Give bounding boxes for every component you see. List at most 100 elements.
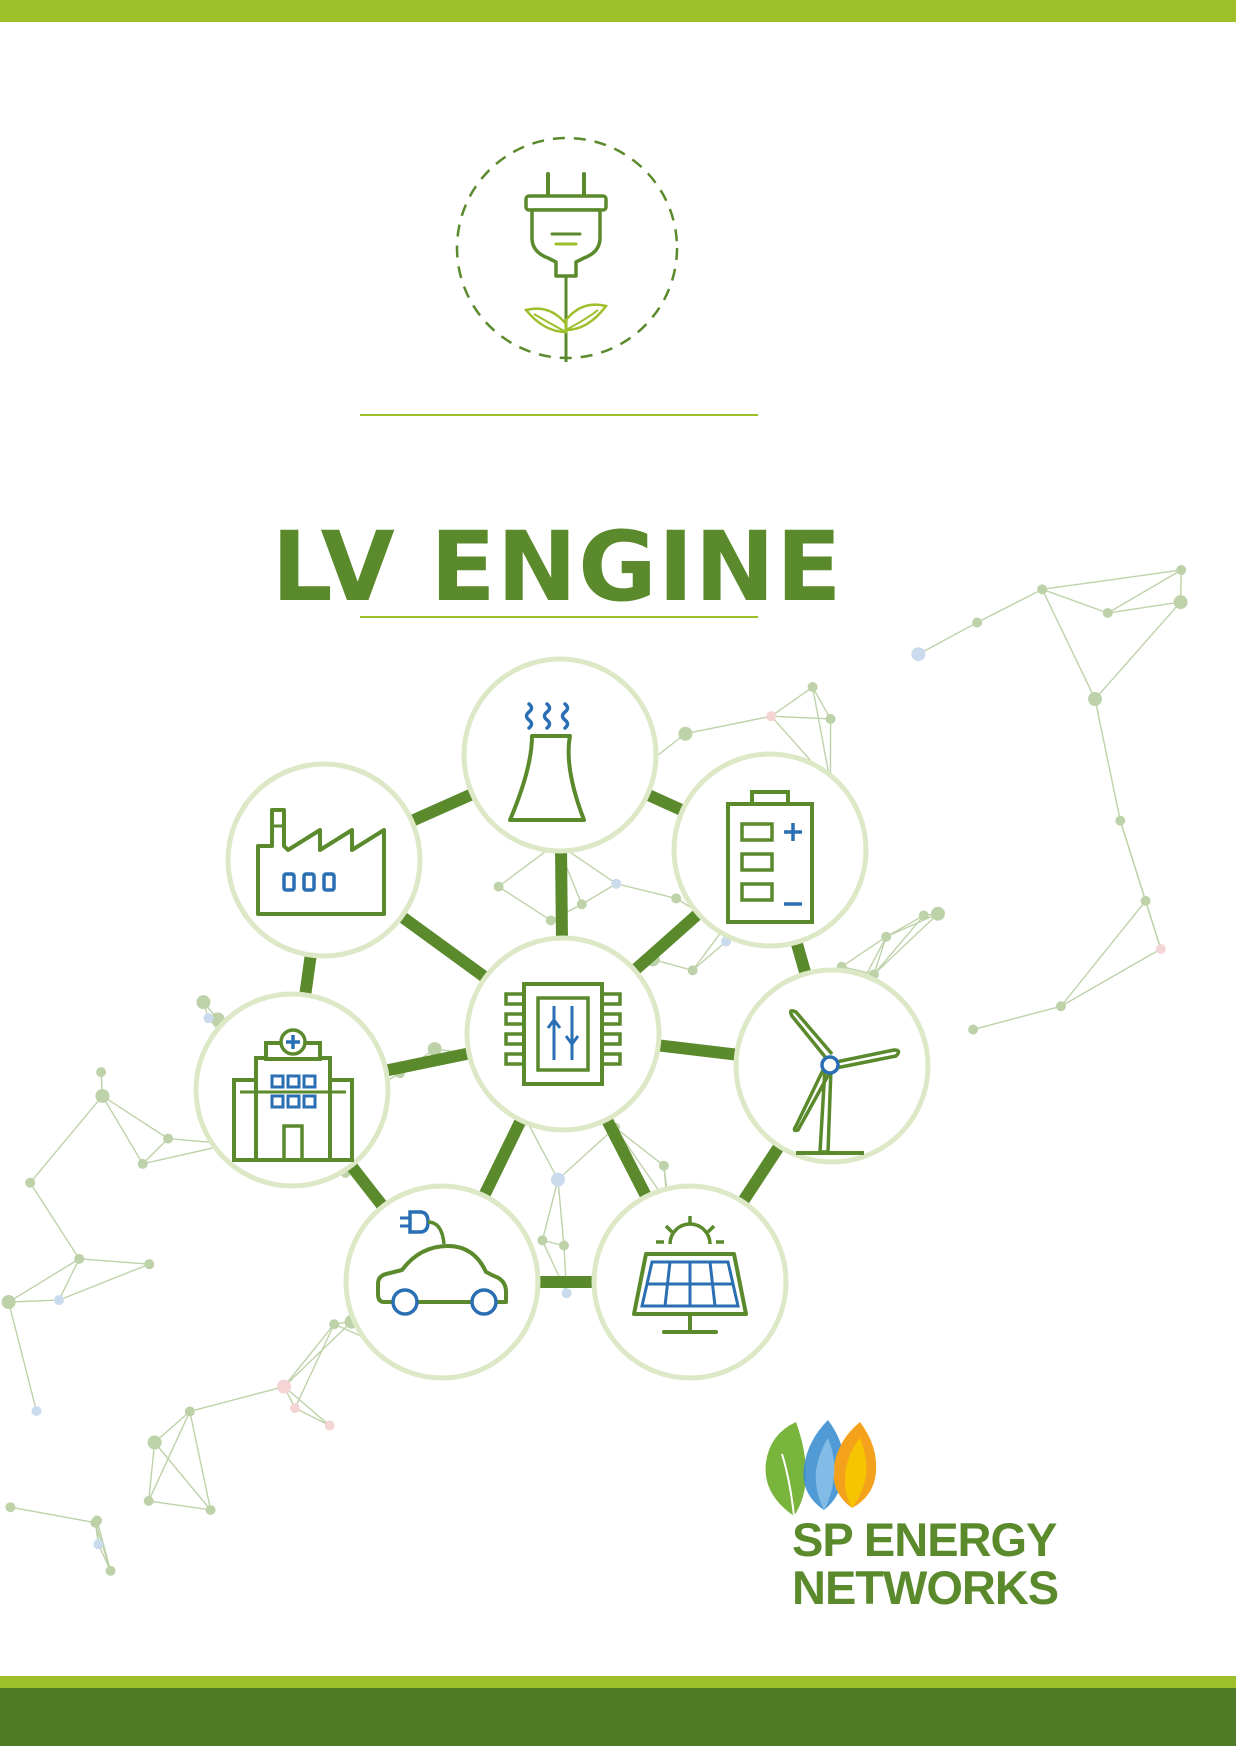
mesh-link <box>7 1301 38 1412</box>
brand-line-2: NETWORKS <box>792 1561 1059 1614</box>
mesh-link <box>101 1095 144 1165</box>
mesh-link <box>283 1386 331 1427</box>
plug-with-leaves-icon <box>455 136 679 362</box>
mesh-link <box>283 1321 353 1388</box>
sp-energy-networks-logo-icon <box>765 1420 877 1517</box>
mesh-link <box>1094 698 1122 821</box>
mesh-node <box>324 1420 335 1431</box>
mesh-link <box>685 715 772 735</box>
mesh-link <box>873 913 939 975</box>
mesh-node <box>427 1042 442 1057</box>
mesh-node <box>911 647 926 662</box>
mesh-node <box>558 1240 569 1251</box>
mesh-link <box>58 1258 80 1301</box>
mesh-link <box>8 1299 59 1303</box>
mesh-node <box>825 713 836 724</box>
mesh-node <box>137 1158 148 1169</box>
mesh-node <box>184 1406 195 1417</box>
mesh-node <box>93 1539 104 1550</box>
mesh-node <box>74 1253 85 1264</box>
brand-wordmark: SP ENERGY NETWORKS <box>792 1516 1092 1612</box>
mesh-link <box>1042 588 1109 614</box>
mesh-node <box>678 726 693 741</box>
node-substation-center <box>464 935 662 1133</box>
mesh-node <box>96 1067 107 1078</box>
mesh-node <box>196 995 211 1010</box>
mesh-link <box>557 1179 565 1246</box>
mesh-node <box>766 711 777 722</box>
mesh-node <box>1055 1001 1066 1012</box>
mesh-link <box>147 1442 156 1502</box>
mesh-link <box>154 1442 212 1511</box>
mesh-node <box>537 1235 548 1246</box>
mesh-node <box>289 1403 300 1414</box>
mesh-node <box>1173 595 1188 610</box>
mesh-link <box>148 1411 191 1502</box>
mesh-node <box>163 1133 174 1144</box>
mesh-link <box>1060 900 1147 1007</box>
mesh-node <box>143 1495 154 1506</box>
node-power-plant <box>461 656 659 854</box>
mesh-node <box>31 1405 42 1416</box>
mesh-link <box>771 715 831 720</box>
mesh-link <box>616 883 677 900</box>
bottom-accent-bar-light <box>0 1676 1236 1688</box>
top-accent-bar <box>0 0 1236 22</box>
mesh-link <box>557 1127 616 1181</box>
mesh-link <box>94 1522 112 1571</box>
battery-storage-icon <box>726 790 814 924</box>
mesh-link <box>873 915 925 975</box>
mesh-node <box>545 915 556 926</box>
mesh-link <box>79 1258 150 1265</box>
mesh-node <box>1155 944 1166 955</box>
mesh-node <box>550 1172 565 1187</box>
mesh-node <box>687 965 698 976</box>
mesh-node <box>5 1502 16 1513</box>
mesh-link <box>1042 569 1182 591</box>
mesh-link <box>972 1005 1062 1031</box>
mesh-node <box>147 1435 162 1450</box>
title-rule-top <box>360 414 758 416</box>
mesh-node <box>493 881 504 892</box>
mesh-node <box>1088 692 1103 707</box>
mesh-node <box>105 1565 116 1576</box>
power-plant-icon <box>508 702 586 822</box>
mesh-link <box>29 1182 80 1260</box>
title-rule-bottom <box>360 616 758 618</box>
mesh-node <box>203 1013 214 1024</box>
mesh-link <box>811 686 832 784</box>
mesh-link <box>29 1095 103 1184</box>
mesh-node <box>918 910 929 921</box>
mesh-link <box>885 913 939 938</box>
mesh-link <box>811 686 832 720</box>
mesh-link <box>102 1095 169 1140</box>
mesh-node <box>807 682 818 693</box>
mesh-node <box>658 1160 669 1171</box>
mesh-link <box>283 1323 335 1388</box>
mesh-node <box>329 1319 340 1330</box>
mesh-node <box>53 1295 64 1306</box>
mesh-node <box>1 1295 16 1310</box>
node-battery-storage <box>671 751 869 949</box>
mesh-link <box>1060 948 1162 1007</box>
mesh-link <box>142 1138 169 1165</box>
mesh-link <box>614 1127 665 1167</box>
mesh-link <box>148 1500 211 1511</box>
mesh-link <box>294 1407 330 1427</box>
wind-turbine-icon <box>788 1008 901 1155</box>
mesh-node <box>671 893 682 904</box>
node-electric-car <box>343 1183 541 1381</box>
mesh-node <box>611 878 622 889</box>
document-title: LV ENGINE <box>271 511 843 624</box>
mesh-link <box>1107 569 1182 614</box>
mesh-node <box>576 899 587 910</box>
mesh-link <box>294 1323 335 1409</box>
mesh-node <box>1176 565 1187 575</box>
mesh-link <box>873 936 887 975</box>
mesh-link <box>189 1385 285 1413</box>
substation-transformer-icon <box>504 982 622 1086</box>
mesh-node <box>930 906 945 921</box>
mesh-link <box>498 886 552 922</box>
mesh-link <box>1119 820 1147 902</box>
mesh-node <box>881 931 892 942</box>
